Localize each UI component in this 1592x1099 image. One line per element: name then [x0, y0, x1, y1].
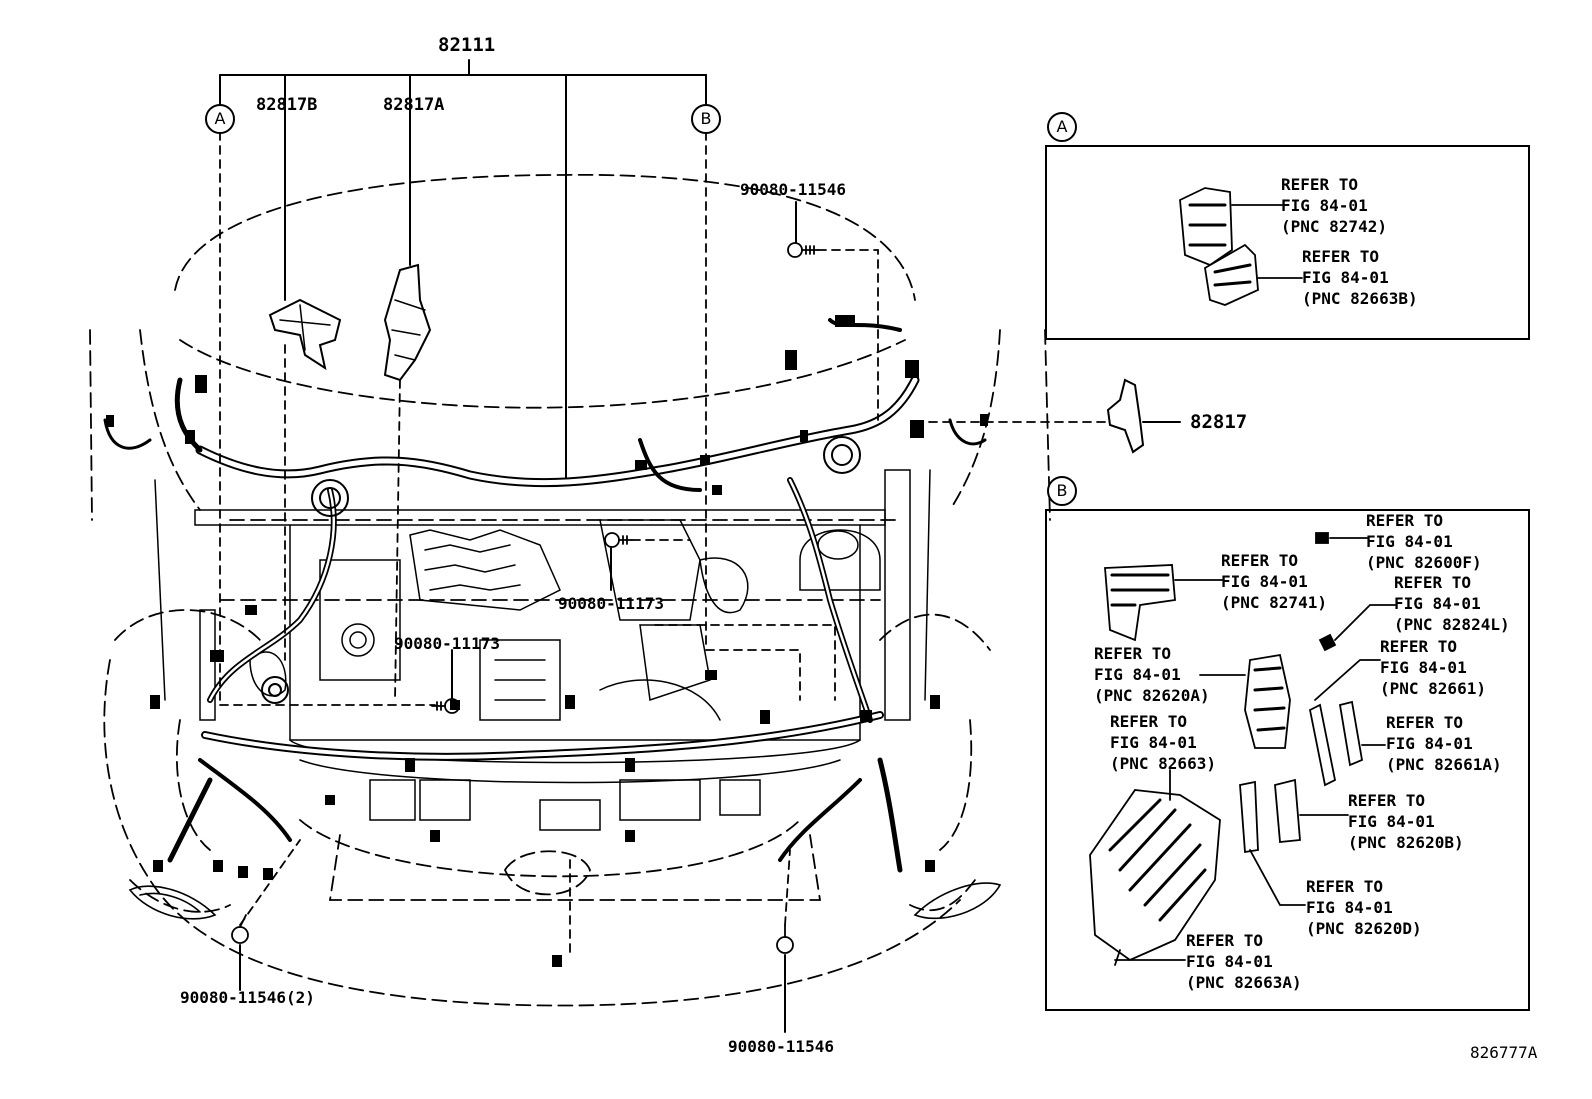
ref-line-1: REFER TO [1281, 175, 1359, 194]
leader-lines [219, 59, 1181, 1033]
panel-b-ref-82663: REFER TO FIG 84-01 (PNC 82663) [1110, 711, 1216, 774]
ref-line-1: REFER TO [1380, 637, 1458, 656]
panel-b-ref-82824l: REFER TO FIG 84-01 (PNC 82824L) [1394, 572, 1510, 635]
ref-line-1: REFER TO [1110, 712, 1188, 731]
ref-line-3: (PNC 82741) [1221, 593, 1327, 612]
ref-line-2: FIG 84-01 [1281, 196, 1368, 215]
panel-b-ref-82620b: REFER TO FIG 84-01 (PNC 82620B) [1348, 790, 1464, 853]
panel-b-ref-82663a: REFER TO FIG 84-01 (PNC 82663A) [1186, 930, 1302, 993]
marker-a: A [205, 104, 235, 134]
ref-line-1: REFER TO [1186, 931, 1264, 950]
label-clamp-a: 82817A [383, 95, 445, 115]
panel-a-ref-82742: REFER TO FIG 84-01 (PNC 82742) [1281, 174, 1387, 237]
label-bolt-mid-right: 90080-11173 [558, 594, 664, 613]
figure-code: 826777A [1470, 1043, 1538, 1062]
ref-line-3: (PNC 82824L) [1394, 615, 1510, 634]
ref-line-3: (PNC 82742) [1281, 217, 1387, 236]
ref-line-3: (PNC 82620B) [1348, 833, 1464, 852]
panel-b-ref-82600f: REFER TO FIG 84-01 (PNC 82600F) [1366, 510, 1482, 573]
ref-line-1: REFER TO [1348, 791, 1426, 810]
label-bolt-bottom-center: 90080-11546 [728, 1037, 834, 1056]
panel-b [1045, 509, 1530, 1011]
panel-b-marker: B [1047, 476, 1077, 506]
ref-line-2: FIG 84-01 [1221, 572, 1308, 591]
ref-line-3: (PNC 82663) [1110, 754, 1216, 773]
ref-line-3: (PNC 82620D) [1306, 919, 1422, 938]
ref-line-2: FIG 84-01 [1094, 665, 1181, 684]
wire-harness [103, 318, 987, 873]
label-bolt-mid-left: 90080-11173 [394, 634, 500, 653]
ref-line-2: FIG 84-01 [1386, 734, 1473, 753]
ref-line-3: (PNC 82661) [1380, 679, 1486, 698]
ref-line-3: (PNC 82663A) [1186, 973, 1302, 992]
ref-line-3: (PNC 82620A) [1094, 686, 1210, 705]
ref-line-3: (PNC 82600F) [1366, 553, 1482, 572]
ref-line-1: REFER TO [1386, 713, 1464, 732]
ref-line-2: FIG 84-01 [1380, 658, 1467, 677]
panel-b-ref-82661: REFER TO FIG 84-01 (PNC 82661) [1380, 636, 1486, 699]
grommets [261, 436, 861, 704]
dashed-leaders [219, 131, 1106, 956]
panel-a-ref-82663b: REFER TO FIG 84-01 (PNC 82663B) [1302, 246, 1418, 309]
panel-a-components [1179, 187, 1303, 306]
label-bolt-bottom-left: 90080-11546(2) [180, 988, 315, 1007]
ref-line-2: FIG 84-01 [1186, 952, 1273, 971]
label-clamp-b: 82817B [256, 95, 318, 115]
ref-line-2: FIG 84-01 [1306, 898, 1393, 917]
ref-line-2: FIG 84-01 [1394, 594, 1481, 613]
ref-line-3: (PNC 82661A) [1386, 755, 1502, 774]
label-bolt-top: 90080-11546 [740, 180, 846, 199]
ref-line-2: FIG 84-01 [1302, 268, 1389, 287]
ref-line-2: FIG 84-01 [1110, 733, 1197, 752]
bolts [231, 242, 819, 954]
panel-b-components [1089, 532, 1396, 966]
vehicle-body-outline [89, 173, 1051, 1007]
panel-b-ref-82661a: REFER TO FIG 84-01 (PNC 82661A) [1386, 712, 1502, 775]
ref-line-3: (PNC 82663B) [1302, 289, 1418, 308]
label-main-harness: 82111 [438, 34, 496, 56]
ref-line-1: REFER TO [1221, 551, 1299, 570]
panel-a-marker: A [1047, 112, 1077, 142]
label-bracket-right: 82817 [1190, 411, 1248, 433]
ref-line-2: FIG 84-01 [1366, 532, 1453, 551]
panel-b-ref-82741: REFER TO FIG 84-01 (PNC 82741) [1221, 550, 1327, 613]
ref-line-2: FIG 84-01 [1348, 812, 1435, 831]
headlights [128, 882, 1002, 920]
ref-line-1: REFER TO [1094, 644, 1172, 663]
panel-b-ref-82620d: REFER TO FIG 84-01 (PNC 82620D) [1306, 876, 1422, 939]
ref-line-1: REFER TO [1366, 511, 1444, 530]
clamp-parts [268, 263, 1145, 454]
connector-clips [106, 315, 988, 967]
panel-a [1045, 145, 1530, 340]
panel-b-ref-82620a: REFER TO FIG 84-01 (PNC 82620A) [1094, 643, 1210, 706]
engine-bay [154, 469, 931, 831]
ref-line-1: REFER TO [1302, 247, 1380, 266]
marker-b: B [691, 104, 721, 134]
ref-line-1: REFER TO [1306, 877, 1384, 896]
ref-line-1: REFER TO [1394, 573, 1472, 592]
